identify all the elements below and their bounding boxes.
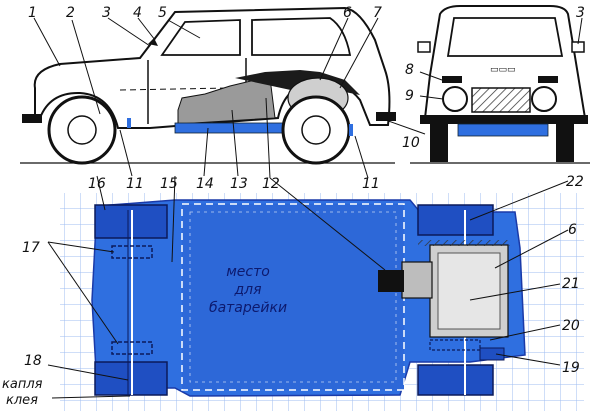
battery-area (181, 203, 405, 391)
car-side-view (20, 6, 396, 165)
callout-2: 2 (66, 5, 75, 21)
callout-6: 6 (343, 5, 352, 21)
callout-numbers: 1 2 3 4 5 6 7 3 8 9 10 11 11 12 13 14 15… (22, 5, 585, 376)
gear (401, 261, 433, 299)
callout-5: 5 (158, 5, 167, 21)
callout-15: 15 (160, 176, 178, 192)
rear-window (251, 17, 352, 56)
callout-14: 14 (196, 176, 214, 192)
callout-7: 7 (373, 5, 382, 21)
callout-8: 8 (405, 62, 414, 78)
battery-label-line2: для (233, 282, 261, 298)
callout-3b: 3 (576, 5, 585, 21)
callout-4: 4 (133, 5, 142, 21)
front-view-bumper (420, 115, 588, 124)
platform-side (174, 122, 286, 134)
callout-3: 3 (102, 5, 111, 21)
side-mirror (148, 38, 158, 46)
callout-9: 9 (405, 88, 414, 104)
wheel-front-right (417, 204, 494, 236)
rear-bumper (376, 112, 396, 121)
platform-top-view (60, 193, 584, 411)
platform-front (457, 123, 549, 137)
left-headlight (442, 86, 468, 112)
callout-13: 13 (230, 176, 248, 192)
callout-6b: 6 (568, 222, 577, 238)
car-front-view: ▭▭▭ (410, 5, 590, 164)
glue-label-line2: клея (6, 393, 38, 408)
left-mirror (417, 41, 431, 53)
callout-22: 22 (566, 174, 584, 190)
front-window (160, 19, 241, 56)
battery-label-line1: место (226, 264, 270, 280)
right-headlight (531, 86, 557, 112)
callout-18: 18 (24, 353, 42, 369)
callout-12: 12 (262, 176, 280, 192)
front-bumper (22, 114, 42, 123)
windshield (446, 17, 564, 57)
grille (471, 87, 531, 113)
svg-text:▭▭▭: ▭▭▭ (490, 65, 516, 75)
pinion (378, 270, 404, 292)
callout-11b: 11 (362, 176, 380, 192)
callout-20: 20 (562, 318, 580, 334)
battery-label-line3: батарейки (209, 300, 287, 316)
wheel-rear-right (417, 364, 494, 396)
callout-1: 1 (28, 5, 37, 21)
callout-21: 21 (562, 276, 580, 292)
callout-11a: 11 (126, 176, 144, 192)
callout-10: 10 (402, 135, 420, 151)
callout-16: 16 (88, 176, 106, 192)
leader-lines (33, 17, 583, 399)
glue-label: капля клея (2, 377, 43, 408)
glue-label-line1: капля (2, 377, 43, 392)
callout-19: 19 (562, 360, 580, 376)
battery-label: место для батарейки (209, 264, 287, 316)
callout-17: 17 (22, 240, 40, 256)
